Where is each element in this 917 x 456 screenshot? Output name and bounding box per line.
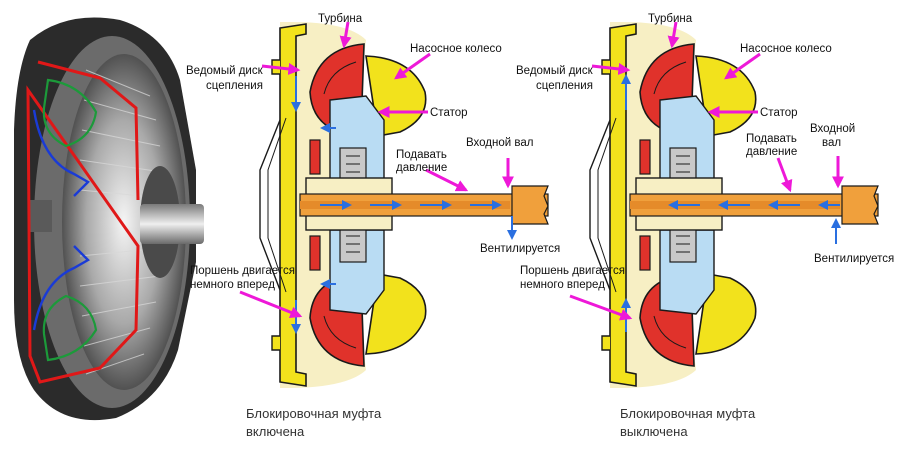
label-driven-disc-2: сцепления: [206, 80, 263, 92]
component-labels: Турбина Насосное колесо Ведомый диск сце…: [186, 13, 560, 291]
label-piston-1: Поршень двигается: [520, 265, 625, 277]
label-vented: Вентилируется: [480, 243, 560, 255]
label-piston-2: немного вперед: [190, 279, 275, 291]
component-labels: Турбина Насосное колесо Ведомый диск сце…: [516, 13, 894, 291]
label-stator: Статор: [760, 107, 798, 119]
label-vented: Вентилируется: [814, 253, 894, 265]
label-piston-2: немного вперед: [520, 279, 605, 291]
label-piston-1: Поршень двигается: [190, 265, 295, 277]
caption-engaged-line1: Блокировочная муфта: [246, 406, 382, 421]
caption-disengaged-line1: Блокировочная муфта: [620, 406, 756, 421]
label-driven-disc-1: Ведомый диск: [186, 65, 264, 77]
label-turbine: Турбина: [318, 13, 363, 25]
caption-disengaged-line2: выключена: [620, 424, 688, 439]
diagram-lockup-engaged: Турбина Насосное колесо Ведомый диск сце…: [186, 13, 560, 439]
label-pump-impeller: Насосное колесо: [410, 43, 502, 55]
label-turbine: Турбина: [648, 13, 693, 25]
label-pointers: [239, 21, 514, 319]
oil-flow-arrows: [291, 76, 517, 334]
label-driven-disc-2: сцепления: [536, 80, 593, 92]
label-driven-disc-1: Ведомый диск: [516, 65, 594, 77]
label-stator: Статор: [430, 107, 468, 119]
label-pointers: [569, 21, 844, 321]
label-input-shaft-1: Входной: [810, 123, 855, 135]
label-input-shaft-2: вал: [822, 137, 841, 149]
torque-converter-photo: [14, 17, 204, 421]
label-pump-impeller: Насосное колесо: [740, 43, 832, 55]
label-pressure-1: Подавать: [396, 149, 447, 161]
label-pressure-2: давление: [396, 162, 447, 174]
caption-engaged-line2: включена: [246, 424, 305, 439]
diagram-lockup-disengaged: Турбина Насосное колесо Ведомый диск сце…: [516, 13, 894, 439]
label-pressure-1: Подавать: [746, 133, 797, 145]
label-input-shaft: Входной вал: [466, 137, 533, 149]
label-pressure-2: давление: [746, 146, 797, 158]
